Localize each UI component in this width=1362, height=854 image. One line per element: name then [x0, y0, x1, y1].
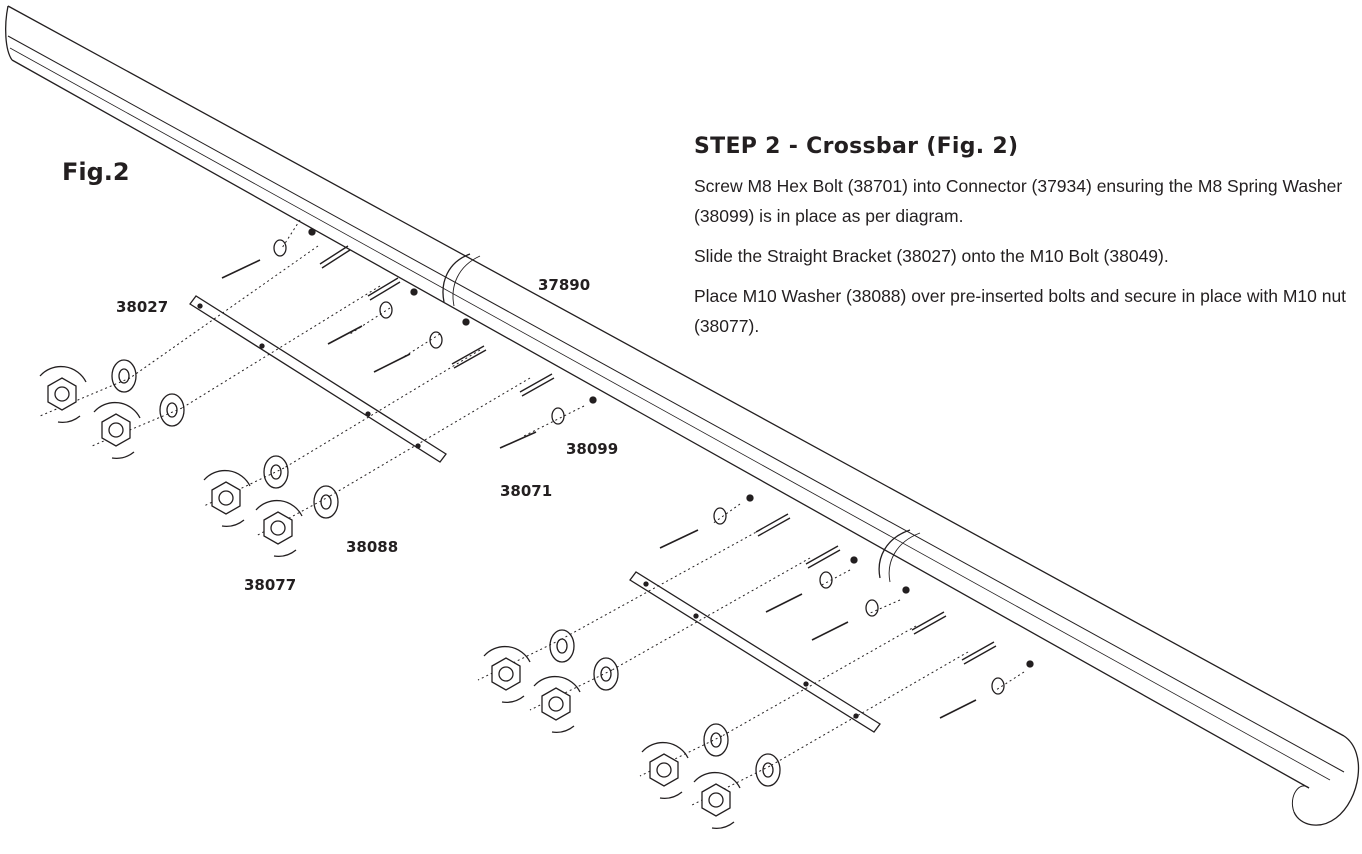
- part-label-crossbar: 37890: [538, 276, 591, 294]
- flat-washers: [111, 359, 781, 787]
- step-paragraph-3: Place M10 Washer (38088) over pre-insert…: [694, 286, 1347, 336]
- part-label-washer: 38088: [346, 538, 399, 556]
- part-label-spring-washer: 38099: [566, 440, 619, 458]
- figure-label: Fig.2: [62, 158, 130, 186]
- step-instructions: STEP 2 - Crossbar (Fig. 2) Screw M8 Hex …: [694, 134, 1354, 351]
- threaded-studs: [319, 245, 997, 665]
- step-paragraph-1: Screw M8 Hex Bolt (38701) into Connector…: [694, 176, 1343, 226]
- hex-nuts: [39, 365, 741, 829]
- step-title: STEP 2 - Crossbar (Fig. 2): [694, 134, 1019, 159]
- straight-bracket-right: [629, 571, 881, 733]
- part-label-nut: 38077: [244, 576, 297, 594]
- cap-screws: [221, 259, 977, 719]
- crossbar-tube: [5, 5, 1360, 826]
- spring-washers: [273, 239, 1005, 695]
- part-label-bracket: 38027: [116, 298, 169, 316]
- step-paragraph-2: Slide the Straight Bracket (38027) onto …: [694, 246, 1169, 266]
- part-label-hex-bolt: 38071: [500, 482, 553, 500]
- straight-bracket-left: [189, 295, 447, 463]
